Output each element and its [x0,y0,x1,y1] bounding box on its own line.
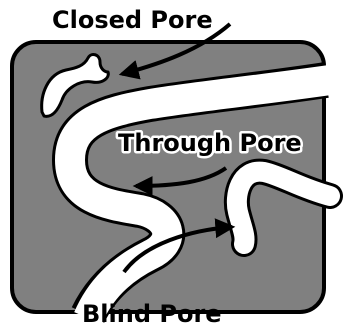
closed-pore-label: Closed Pore [52,6,213,34]
blind-pore-label: Blind Pore [82,300,222,328]
through-pore-label: Through Pore [118,129,302,157]
